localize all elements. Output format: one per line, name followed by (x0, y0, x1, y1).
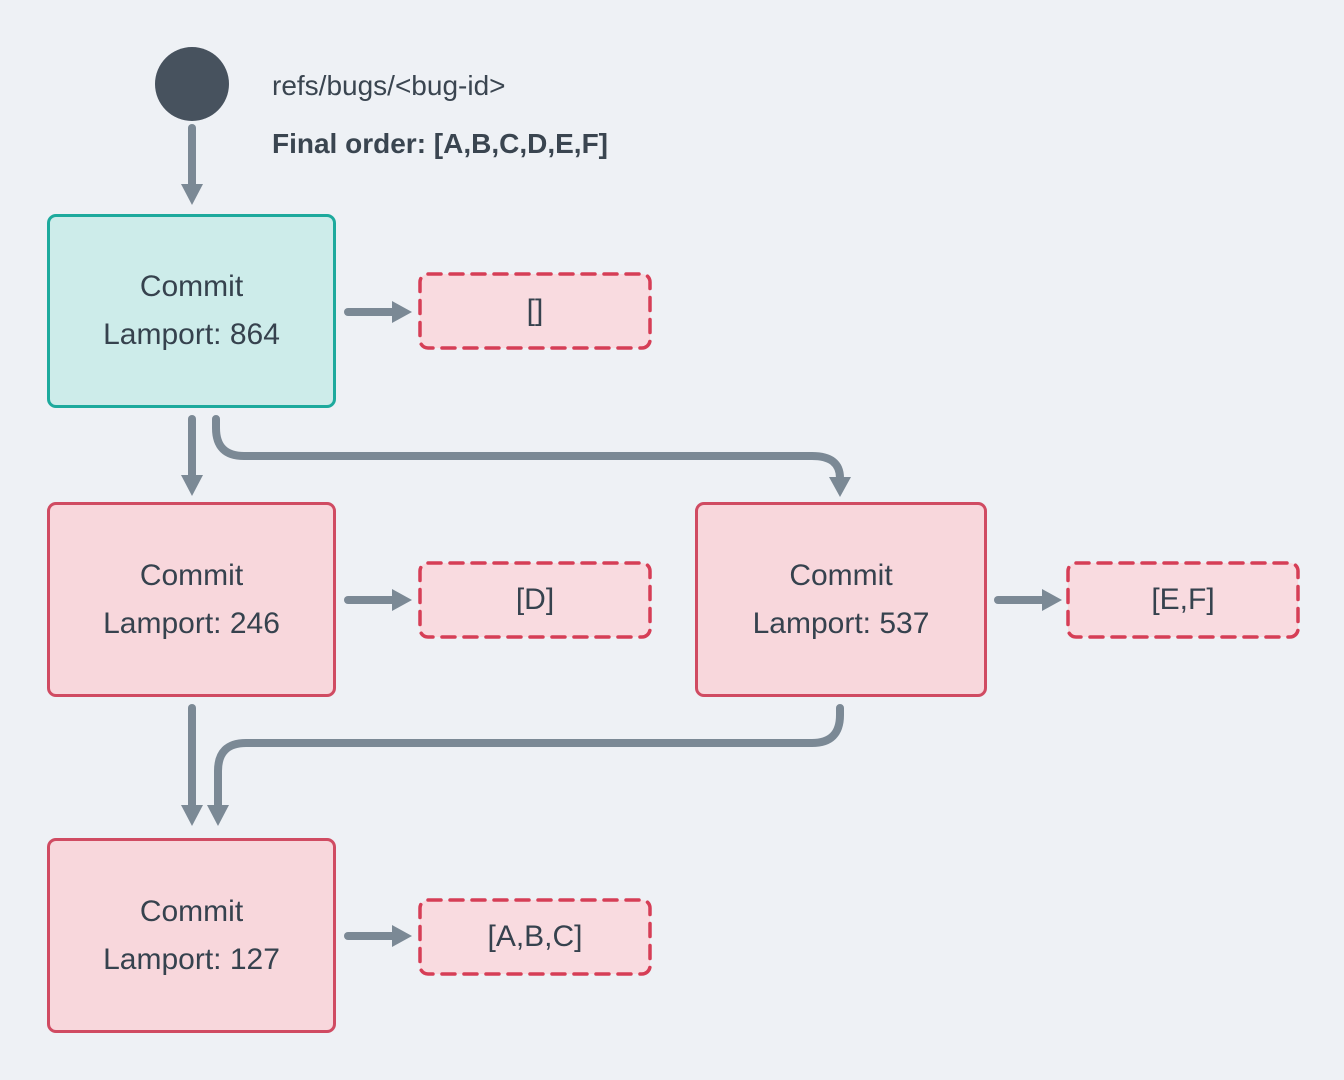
arrowhead-864-to-ops (392, 301, 412, 323)
arrowhead-246-to-127 (181, 805, 203, 826)
commit-lamport: Lamport: 537 (752, 606, 930, 640)
commit-lamport: Lamport: 864 (103, 318, 280, 351)
commit-lamport: Lamport: 127 (103, 942, 280, 976)
arrowhead-864-to-246 (181, 475, 203, 496)
branch-ref-label: refs/bugs/<bug-id> (272, 70, 506, 101)
commit-title: Commit (139, 894, 244, 928)
ops-list-864-label: [] (526, 294, 544, 327)
commit-lamport: Lamport: 246 (103, 606, 280, 640)
ops-list-246-label: [D] (515, 583, 555, 616)
ops-list-127-label: [A,B,C] (487, 920, 583, 953)
commit-node-537: Commit Lamport: 537 (695, 502, 987, 697)
commit-title: Commit (139, 270, 244, 303)
arrow-537-to-127 (214, 704, 844, 811)
commit-node-246: Commit Lamport: 246 (47, 502, 336, 697)
ops-list-537-label: [E,F] (1151, 583, 1215, 616)
arrowhead-246-to-ops (392, 589, 412, 611)
arrowhead-537-to-127 (207, 805, 229, 826)
arrowhead-ref-to-864 (181, 184, 203, 205)
arrowhead-537-to-ops (1042, 589, 1062, 611)
commit-title: Commit (789, 558, 893, 592)
commit-node-127: Commit Lamport: 127 (47, 838, 336, 1033)
commit-title: Commit (139, 558, 244, 592)
arrowhead-127-to-ops (392, 925, 412, 947)
final-order-label: Final order: [A,B,C,D,E,F] (272, 128, 608, 159)
arrow-864-to-537 (212, 415, 844, 482)
branch-ref-icon (155, 47, 229, 121)
arrowhead-864-to-537 (829, 477, 851, 497)
commit-node-864: Commit Lamport: 864 (47, 214, 336, 408)
